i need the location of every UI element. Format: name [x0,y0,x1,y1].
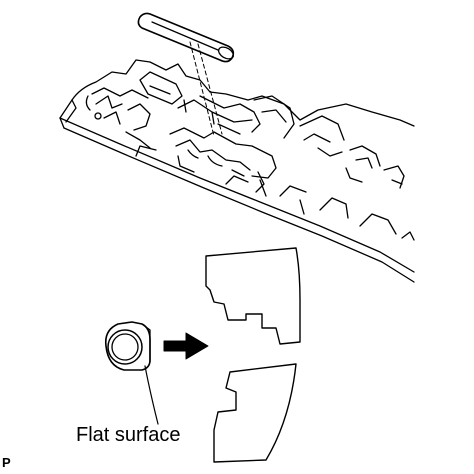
clip-end-view-icon [104,321,151,371]
figure-code: P [2,455,11,470]
clip-slot-lower [213,363,297,463]
guide-lines [189,41,223,137]
trim-panel [59,59,415,283]
clip-slot-upper [205,247,301,345]
pin-icon [137,12,235,63]
flat-surface-label: Flat surface [76,424,181,446]
flat-surface-leader [144,365,159,425]
arrow-right-icon [163,332,209,360]
